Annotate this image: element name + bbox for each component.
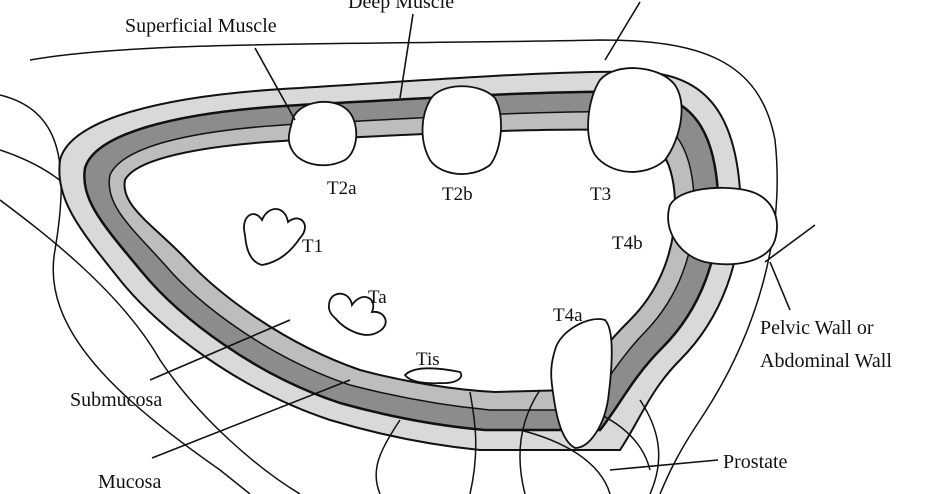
tumour-t2b [421, 85, 502, 175]
stage-label-t2a: T2a [327, 178, 357, 199]
tumour-t3 [587, 67, 683, 173]
label-pelvic-wall-line2: Abdominal Wall [760, 350, 892, 372]
tumour-ta [327, 292, 387, 336]
stage-label-t2b: T2b [442, 184, 473, 205]
label-deep-muscle: Deep Muscle [348, 0, 454, 13]
bladder-lumen [123, 128, 677, 394]
tumour-t4b [667, 186, 778, 266]
tumour-t2a [287, 100, 358, 167]
tumour-masses [243, 67, 778, 449]
leader-submucosa [149, 319, 291, 381]
label-superficial-muscle: Superficial Muscle [125, 15, 277, 37]
tumour-tis [403, 367, 463, 385]
label-pelvic-wall-line1: Pelvic Wall or [760, 317, 874, 339]
leader-mucosa [151, 379, 351, 459]
prostate-region [375, 389, 660, 494]
label-mucosa: Mucosa [98, 471, 161, 493]
leader-pelvic-wall [769, 261, 791, 311]
stage-label-t1: T1 [302, 236, 323, 257]
stage-label-t3: T3 [590, 184, 611, 205]
stage-label-tis: Tis [416, 349, 440, 370]
tumour-t4a [550, 318, 613, 449]
stage-label-t4a: T4a [553, 305, 583, 326]
leader-pelvic-wall-extension [764, 224, 816, 263]
leader-superficial-muscle [254, 47, 296, 121]
leader-lines [149, 1, 816, 471]
label-prostate: Prostate [723, 451, 788, 473]
label-submucosa: Submucosa [70, 389, 162, 411]
stage-label-ta: Ta [368, 287, 387, 308]
tumour-t1 [243, 208, 306, 266]
stage-label-t4b: T4b [612, 233, 643, 254]
leader-deep-muscle [399, 13, 414, 99]
pelvic-tissue [0, 39, 778, 494]
leader-t3 [604, 1, 641, 61]
leader-prostate [609, 459, 719, 471]
